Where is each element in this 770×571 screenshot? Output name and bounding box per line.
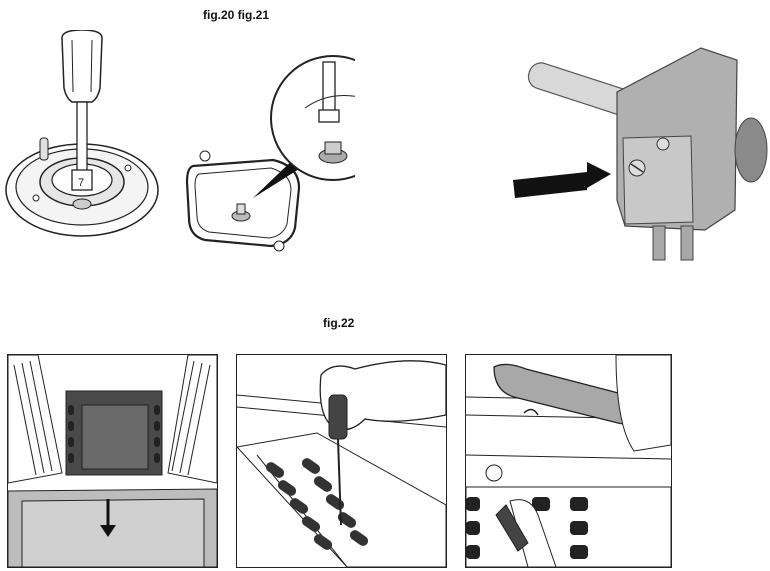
burner-screwdriver-illustration: 7: [5, 30, 159, 237]
fig22-panel-screw-removal: [465, 354, 672, 568]
figure-caption-22: fig.22: [323, 316, 355, 330]
figure-caption-20-21: fig.20 fig.21: [203, 8, 270, 22]
gas-valve-illustration: [513, 47, 768, 261]
fig22-panel-hand-screwdriver: [236, 354, 447, 568]
screwdriver-icon: 7: [61, 30, 103, 191]
svg-text:7: 7: [78, 177, 84, 189]
burner-cup-illustration: [185, 55, 355, 252]
fig22-panel-oven-tray: [7, 354, 218, 568]
arrow-icon: [513, 162, 611, 198]
